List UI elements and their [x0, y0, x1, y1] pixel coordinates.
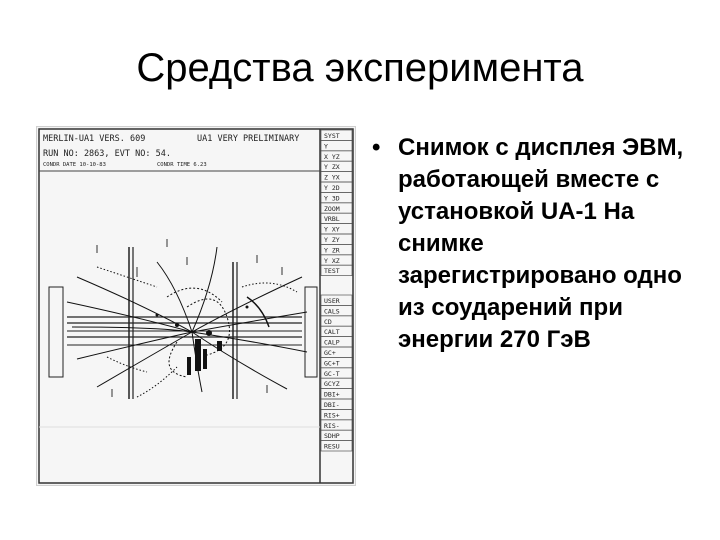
menu-label: CALP — [324, 339, 340, 347]
menu-label: Y 2D — [324, 184, 340, 192]
menu-label: Y 3D — [324, 194, 340, 202]
menu-label: SDHP — [324, 432, 340, 440]
menu-label: Z YX — [324, 174, 340, 182]
detector-outline — [48, 247, 318, 399]
header-time: CONDR TIME 6.23 — [157, 162, 207, 168]
menu-label: X YZ — [324, 153, 340, 161]
menu-cell — [320, 264, 353, 276]
menu-label: RIS+ — [324, 411, 340, 419]
menu-label: Y ZX — [324, 163, 340, 171]
header-line2: RUN NO: 2863, EVT NO: 54. — [43, 149, 171, 159]
menu-label: CALS — [324, 307, 340, 315]
menu-label: DBI- — [324, 401, 340, 409]
menu-label: GC+T — [324, 359, 340, 367]
slide-title: Средства эксперимента — [136, 46, 584, 90]
menu-label: Y ZR — [324, 246, 340, 254]
event-display-drawing: MERLIN-UA1 VERS. 609 UA1 VERY PRELIMINAR… — [38, 128, 354, 484]
menu-label: Y XY — [324, 226, 340, 234]
menu-label: TEST — [324, 267, 340, 275]
menu-label: CD — [324, 318, 332, 326]
menu-label: RESU — [324, 443, 340, 451]
menu-label: GC-T — [324, 370, 340, 378]
menu-cell — [320, 440, 353, 452]
menu-label: GCYZ — [324, 380, 340, 388]
menu-label: VRBL — [324, 215, 340, 223]
bullet-list: • Снимок с дисплея ЭВМ, работающей вмест… — [372, 132, 692, 356]
menu-label: CALT — [324, 328, 340, 336]
vertex-hits — [155, 305, 249, 375]
header-line1: MERLIN-UA1 VERS. 609 — [43, 134, 145, 144]
menu-label: SYST — [324, 132, 340, 140]
event-display-image: MERLIN-UA1 VERS. 609 UA1 VERY PRELIMINAR… — [36, 126, 356, 486]
menu-label: GC+ — [324, 349, 336, 357]
menu-label: RIS- — [324, 422, 340, 430]
display-frame — [38, 128, 354, 484]
menu-label: ZOOM — [324, 205, 340, 213]
bullet-item: • Снимок с дисплея ЭВМ, работающей вмест… — [372, 132, 692, 356]
header-line3: CONDR DATE 10-10-83 — [43, 162, 106, 168]
particle-tracks — [66, 246, 308, 398]
menu-label: Y XZ — [324, 257, 340, 265]
menu-label: Y — [324, 142, 328, 150]
menu-label: USER — [324, 297, 340, 305]
menu-label: DBI+ — [324, 391, 340, 399]
calorimeter-ticks — [96, 239, 283, 397]
header-preliminary: UA1 VERY PRELIMINARY — [197, 134, 299, 144]
bullet-text: Снимок с дисплея ЭВМ, работающей вместе … — [398, 134, 684, 353]
bullet-glyph: • — [372, 134, 381, 161]
menu-cells: SYST Y X YZ Y ZX Z YX Y 2D Y 3D ZOOM VRBL Y XY Y Z… — [320, 129, 353, 452]
menu-label: Y ZY — [324, 236, 340, 244]
